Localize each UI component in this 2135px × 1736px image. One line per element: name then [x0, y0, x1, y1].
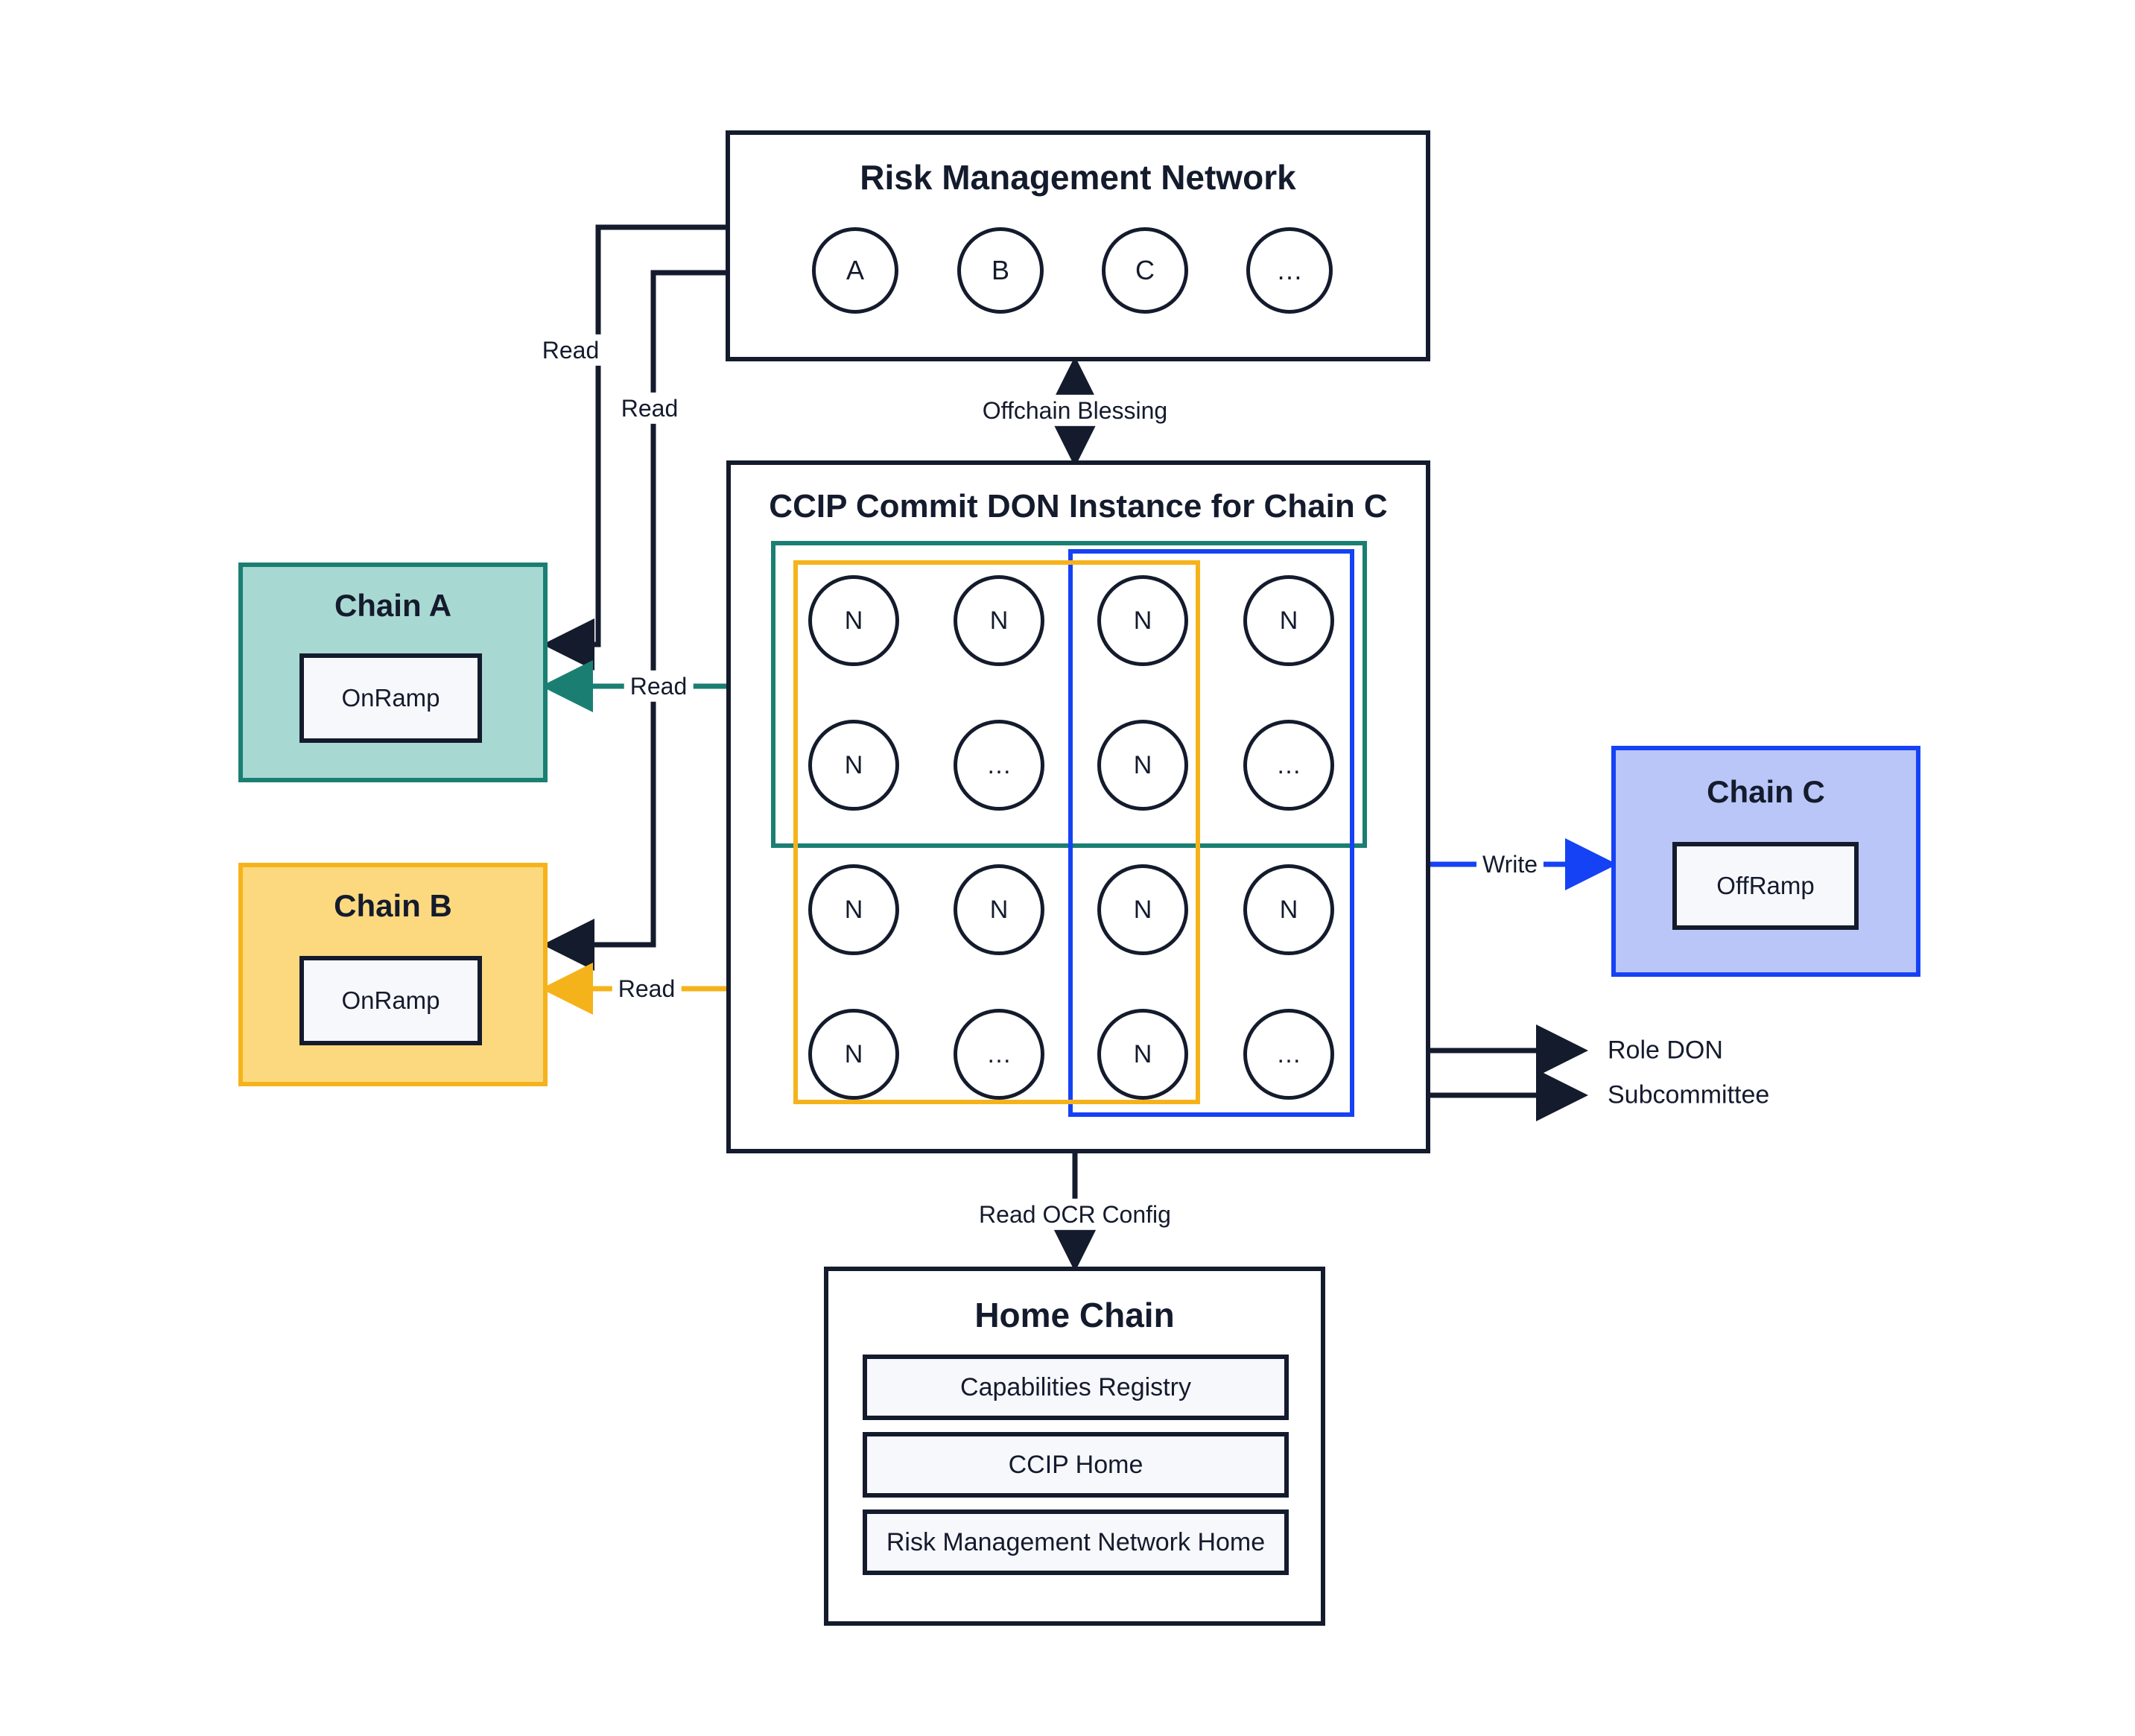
- rmn-node-c: C: [1102, 227, 1188, 314]
- home-chain-row-capabilities-registry-label: Capabilities Registry: [960, 1372, 1191, 1401]
- rmn-node-b: B: [957, 227, 1044, 314]
- legend-label-subcommittee: Subcommittee: [1608, 1080, 1770, 1109]
- chain-c-offramp: OffRamp: [1672, 842, 1859, 930]
- don-node-r2c0: N: [808, 864, 899, 955]
- chain-a-onramp: OnRamp: [299, 653, 482, 743]
- home-chain-row-ccip-home: CCIP Home: [863, 1432, 1289, 1498]
- rmn-node-c-label: C: [1135, 255, 1155, 285]
- don-node-r1c0-label: N: [844, 750, 863, 779]
- legend-label-role-don: Role DON: [1608, 1036, 1723, 1065]
- chain-b-onramp-label: OnRamp: [341, 986, 440, 1014]
- chain-c-title: Chain C: [1707, 774, 1825, 809]
- don-node-r3c3-label: …: [1276, 1039, 1301, 1068]
- edge-label-read-don-chain-a: Read: [624, 670, 694, 703]
- home-chain-row-ccip-home-label: CCIP Home: [1008, 1450, 1143, 1479]
- don-node-r3c1-label: …: [986, 1039, 1012, 1068]
- rmn-node-b-label: B: [991, 255, 1009, 285]
- don-node-r0c1-label: N: [989, 606, 1009, 635]
- edge-label-read-rmn-chain-a: Read: [536, 334, 606, 367]
- don-node-r0c3-label: N: [1279, 606, 1298, 635]
- don-node-r2c2-label: N: [1133, 895, 1152, 924]
- don-node-r1c0: N: [808, 720, 899, 811]
- edge-label-read-rmn-chain-b: Read: [615, 392, 685, 425]
- don-node-r3c0-label: N: [844, 1039, 863, 1068]
- chain-c-offramp-label: OffRamp: [1716, 872, 1815, 899]
- don-node-r0c2: N: [1097, 575, 1188, 666]
- don-node-r1c3: …: [1243, 720, 1334, 811]
- chain-b-onramp: OnRamp: [299, 956, 482, 1045]
- commit-don-title: CCIP Commit DON Instance for Chain C: [769, 488, 1388, 525]
- home-chain-row-capabilities-registry: Capabilities Registry: [863, 1355, 1289, 1420]
- don-node-r3c2-label: N: [1133, 1039, 1152, 1068]
- risk-management-network-title: Risk Management Network: [860, 158, 1296, 197]
- don-node-r2c1-label: N: [989, 895, 1009, 924]
- don-node-r1c1-label: …: [986, 750, 1012, 779]
- rmn-node-ellipsis: …: [1246, 227, 1333, 314]
- edge-label-read-don-chain-b: Read: [612, 972, 682, 1005]
- rmn-node-a: A: [812, 227, 898, 314]
- group-rect-blue: [1068, 549, 1354, 1117]
- don-node-r2c2: N: [1097, 864, 1188, 955]
- home-chain-title: Home Chain: [974, 1296, 1175, 1334]
- rmn-node-a-label: A: [846, 255, 864, 285]
- don-node-r1c1: …: [954, 720, 1044, 811]
- don-node-r3c2: N: [1097, 1009, 1188, 1100]
- don-node-r0c0-label: N: [844, 606, 863, 635]
- chain-b-title: Chain B: [334, 888, 452, 923]
- don-node-r2c0-label: N: [844, 895, 863, 924]
- don-node-r1c2-label: N: [1133, 750, 1152, 779]
- don-node-r2c3: N: [1243, 864, 1334, 955]
- group-rect-orange: [793, 560, 1200, 1104]
- don-node-r0c2-label: N: [1133, 606, 1152, 635]
- don-node-r1c2: N: [1097, 720, 1188, 811]
- home-chain-row-rmn-home: Risk Management Network Home: [863, 1510, 1289, 1575]
- chain-a-onramp-label: OnRamp: [341, 684, 440, 712]
- don-node-r0c1: N: [954, 575, 1044, 666]
- don-node-r3c3: …: [1243, 1009, 1334, 1100]
- edge-label-offchain-blessing: Offchain Blessing: [976, 394, 1174, 427]
- rmn-node-ellipsis-label: …: [1276, 255, 1303, 285]
- wire-rmn-to-chain-a: [542, 224, 726, 671]
- edge-label-read-ocr-config: Read OCR Config: [973, 1198, 1177, 1231]
- home-chain-row-rmn-home-label: Risk Management Network Home: [886, 1527, 1266, 1556]
- don-node-r0c0: N: [808, 575, 899, 666]
- don-node-r0c3: N: [1243, 575, 1334, 666]
- don-node-r2c1: N: [954, 864, 1044, 955]
- don-node-r3c1: …: [954, 1009, 1044, 1100]
- chain-a-title: Chain A: [334, 588, 452, 623]
- don-node-r2c3-label: N: [1279, 895, 1298, 924]
- don-node-r3c0: N: [808, 1009, 899, 1100]
- wire-rmn-to-chain-b: [542, 270, 726, 971]
- don-node-r1c3-label: …: [1276, 750, 1301, 779]
- edge-label-write-chain-c: Write: [1476, 848, 1544, 881]
